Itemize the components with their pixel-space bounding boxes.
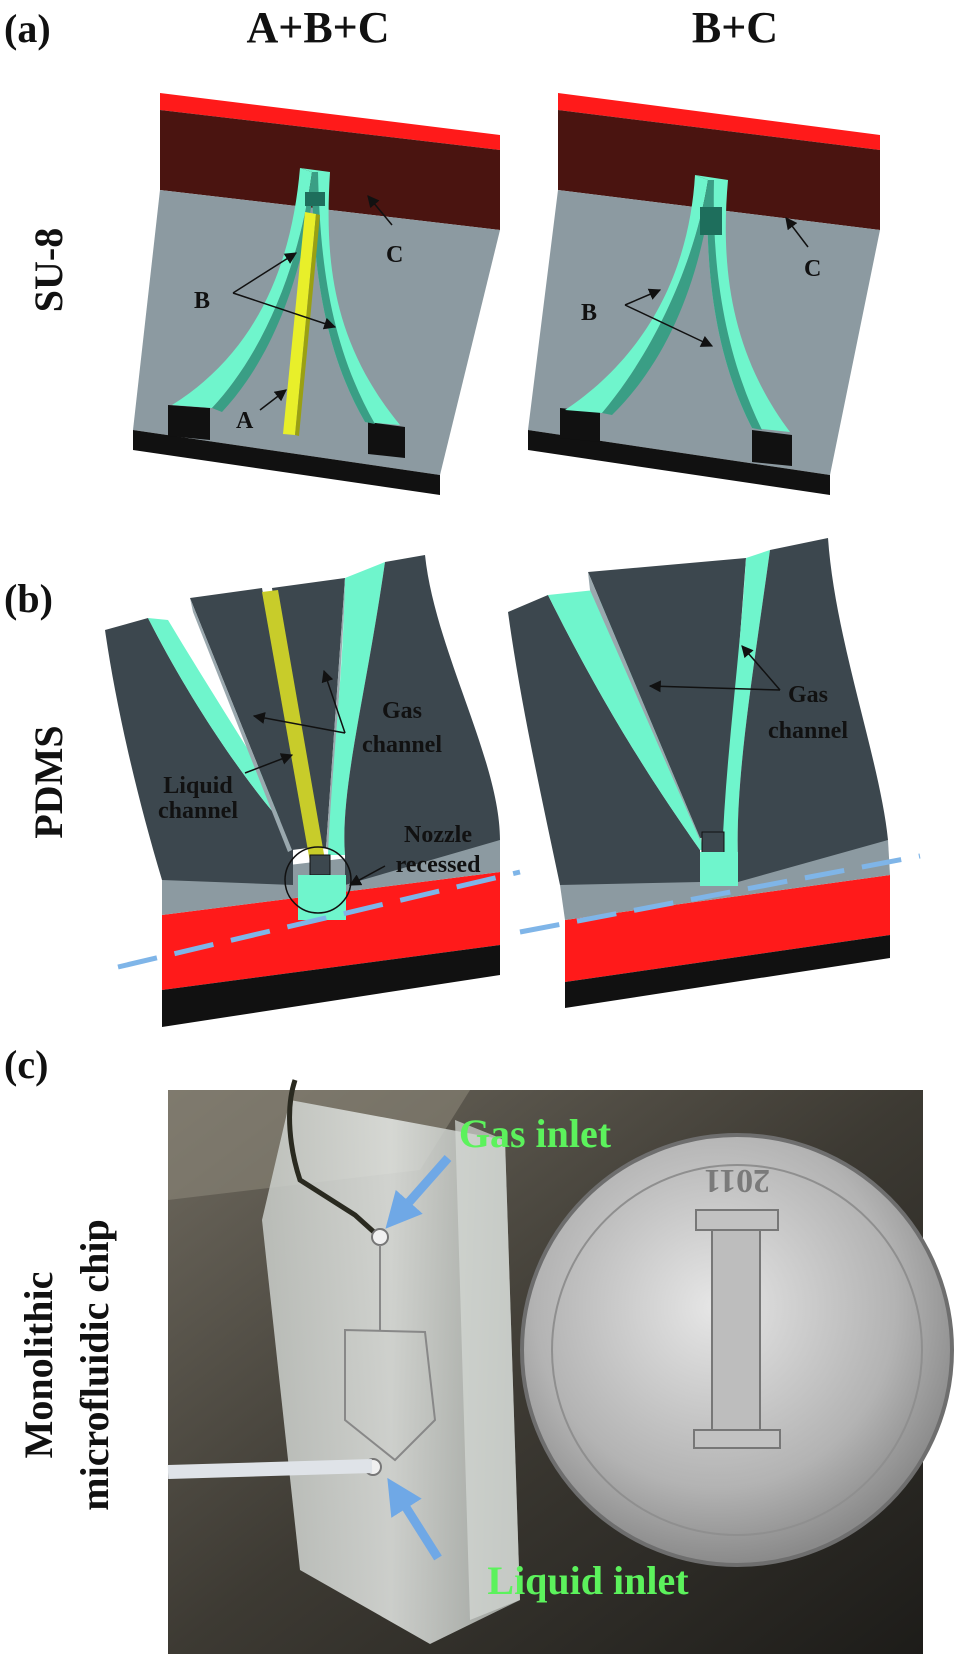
- su8-right-annotations: [624, 217, 809, 347]
- col1-title: A+B+C: [246, 3, 389, 52]
- panel-b-tag: (b): [4, 576, 53, 621]
- panel-c-tag: (c): [4, 1042, 48, 1087]
- pdms-left-annotations: [244, 669, 386, 886]
- label-gas-channel-r1: Gas: [788, 682, 828, 708]
- label-liquid-inlet: Liquid inlet: [487, 1558, 689, 1603]
- coin-year: 2011: [704, 1162, 770, 1199]
- chip-photo: 2011: [167, 1079, 954, 1654]
- su8-block-right: [528, 93, 880, 495]
- label-gas-channel-r2: channel: [768, 718, 848, 744]
- label-a-left: A: [236, 408, 254, 434]
- su8-left-annotations: [232, 195, 393, 411]
- pdms-block-right: [508, 538, 921, 1008]
- label-gas-channel-1: Gas: [382, 698, 422, 724]
- label-b-left: B: [194, 288, 210, 314]
- label-nozzle-2: recessed: [396, 852, 482, 878]
- pdms-block-left: [105, 555, 521, 1027]
- label-nozzle-1: Nozzle: [404, 822, 472, 848]
- side-label-microfluidic-chip: microfluidic chip: [72, 1219, 117, 1510]
- side-label-pdms: PDMS: [26, 725, 71, 838]
- side-label-monolithic: Monolithic: [16, 1272, 61, 1459]
- col2-title: B+C: [692, 3, 778, 52]
- label-liquid-channel-2: channel: [158, 798, 238, 824]
- label-gas-channel-2: channel: [362, 732, 442, 758]
- label-liquid-channel-1: Liquid: [163, 773, 233, 799]
- label-c-right: C: [804, 256, 821, 282]
- label-c-left: C: [386, 242, 403, 268]
- panel-a-tag: (a): [4, 6, 51, 51]
- pdms-right-annotations: [648, 645, 781, 693]
- su8-block-left: [133, 93, 500, 495]
- label-gas-inlet: Gas inlet: [459, 1111, 612, 1156]
- side-label-su8: SU-8: [26, 228, 71, 312]
- label-b-right: B: [581, 300, 597, 326]
